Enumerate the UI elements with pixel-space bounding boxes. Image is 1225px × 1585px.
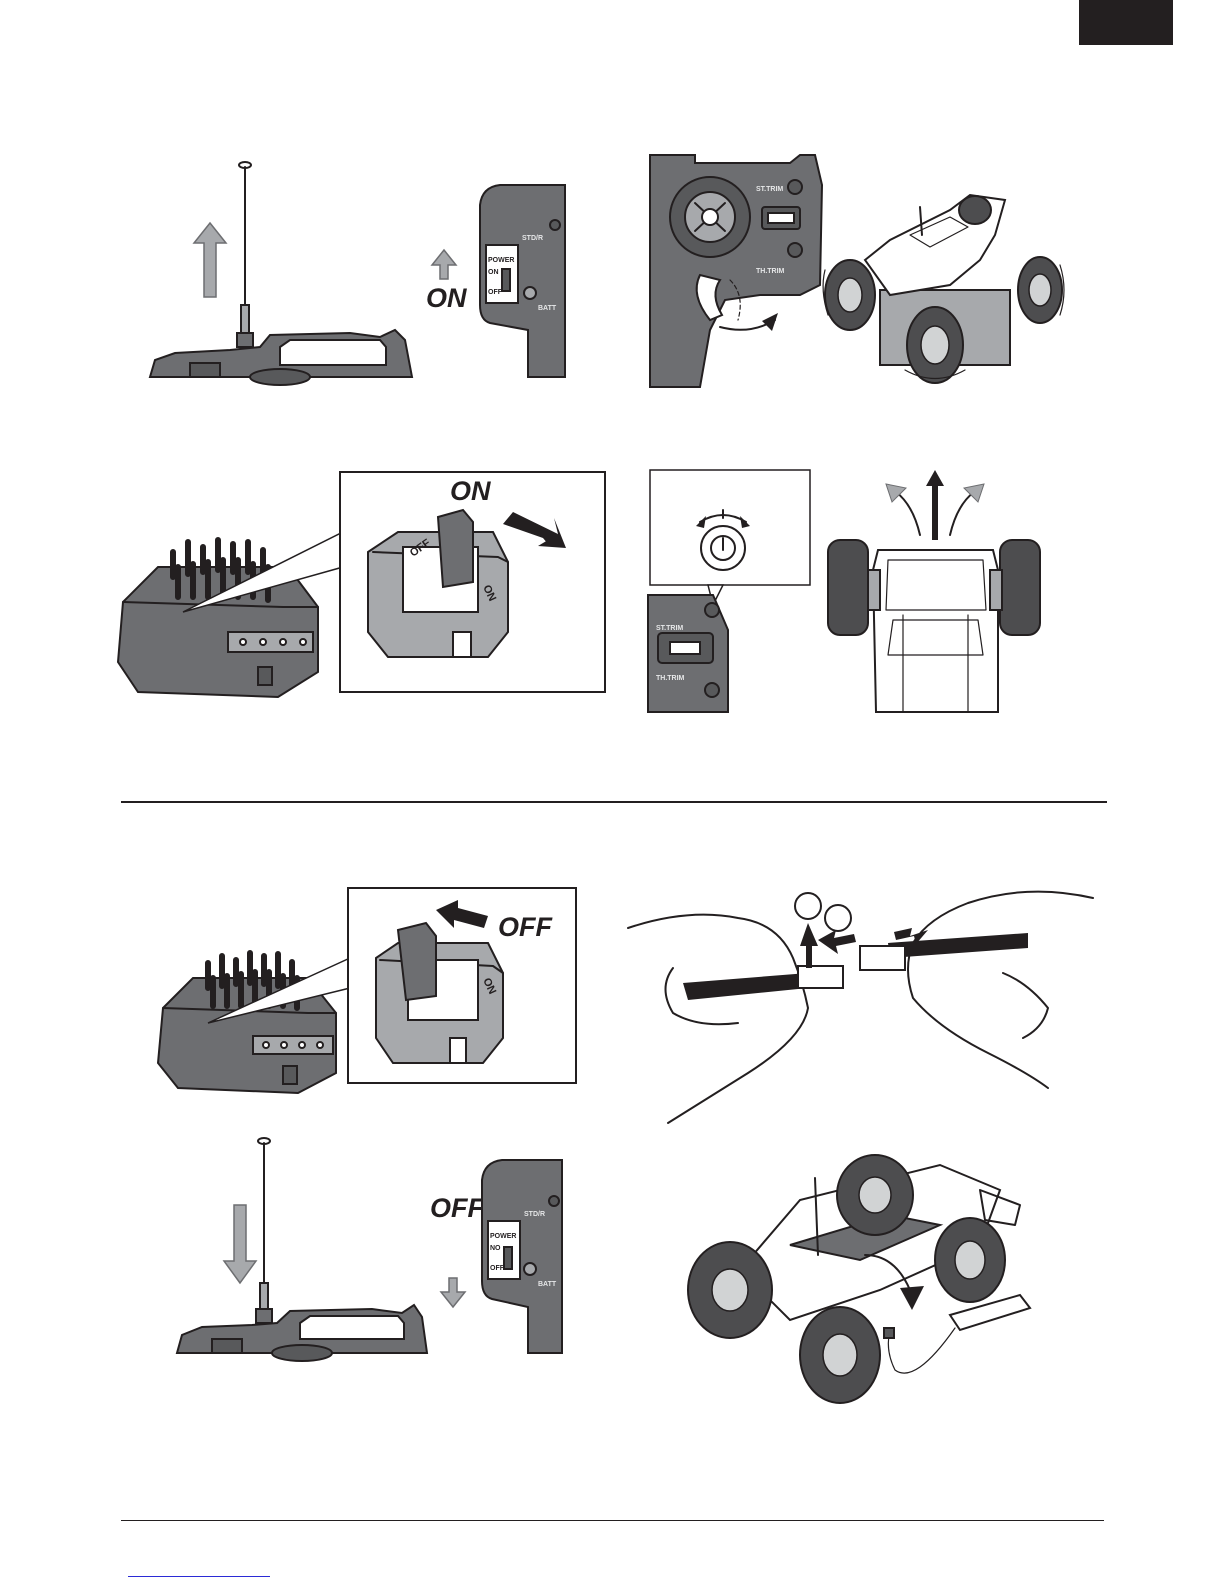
on-label: ON — [450, 476, 491, 506]
arrow-up-icon — [432, 250, 456, 279]
connector-male[interactable] — [798, 966, 843, 988]
figure-steering-trim: ST.TRIM TH.TRIM — [648, 470, 1063, 712]
on-label: ON — [426, 283, 467, 313]
transmitter-body — [150, 330, 412, 385]
svg-text:ST.TRIM: ST.TRIM — [656, 625, 683, 632]
transmitter-trim-panel: ST.TRIM TH.TRIM — [648, 595, 728, 712]
figure-transmitter-power-on: ON POWER ON OFF STD/R BATT — [150, 155, 565, 385]
off-label: OFF — [430, 1193, 485, 1223]
power-switch[interactable] — [504, 1247, 512, 1269]
svg-text:POWER: POWER — [488, 257, 514, 264]
svg-text:ST.TRIM: ST.TRIM — [756, 186, 783, 193]
arrow-left-icon — [818, 930, 856, 954]
power-switch[interactable] — [502, 269, 510, 291]
figure-esc-switch-on: ON OFF ON — [118, 472, 600, 707]
arrow-up-icon — [926, 470, 944, 540]
truck-top-view — [828, 540, 1040, 712]
svg-text:POWER: POWER — [490, 1233, 516, 1240]
esc-unit — [158, 953, 336, 1093]
switch-callout-box: ON OFF ON — [340, 472, 605, 692]
svg-text:STD/R: STD/R — [522, 235, 543, 242]
figure-unplug-battery — [628, 888, 1093, 1125]
steering-direction-arrows — [886, 470, 984, 540]
figure-throttle-test: ST.TRIM TH.TRIM — [650, 155, 1065, 387]
arrow-down-icon — [224, 1205, 256, 1283]
svg-text:TH.TRIM: TH.TRIM — [656, 675, 685, 682]
truck-on-stand — [823, 195, 1064, 383]
figure-remove-battery — [680, 1150, 1050, 1410]
switch-callout-box: OFF ON — [348, 888, 576, 1083]
power-switch-panel: POWER ON OFF STD/R BATT — [480, 185, 565, 377]
transmitter-grip: ST.TRIM TH.TRIM — [650, 155, 822, 387]
antenna-illustration — [256, 1138, 272, 1323]
transmitter-body — [177, 1305, 427, 1361]
off-label: OFF — [498, 912, 553, 942]
svg-text:BATT: BATT — [538, 305, 557, 312]
svg-text:STD/R: STD/R — [524, 1211, 545, 1218]
antenna-illustration — [237, 162, 253, 347]
svg-text:OFF: OFF — [488, 289, 503, 296]
battery-connector[interactable] — [884, 1328, 894, 1338]
esc-switch[interactable] — [438, 510, 473, 587]
footer-divider — [121, 1520, 1104, 1521]
figure-transmitter-power-off: OFF POWER NO OFF STD/R BATT — [172, 1135, 562, 1357]
svg-text:ON: ON — [488, 269, 499, 276]
connector-female[interactable] — [860, 946, 905, 970]
esc-switch[interactable] — [398, 923, 436, 1000]
svg-text:NO: NO — [490, 1245, 501, 1252]
power-switch-panel: POWER NO OFF STD/R BATT — [482, 1160, 562, 1353]
figure-esc-switch-off: OFF ON — [158, 888, 576, 1108]
svg-text:OFF: OFF — [490, 1265, 505, 1272]
trim-callout-box — [650, 470, 810, 605]
svg-text:BATT: BATT — [538, 1281, 557, 1288]
section-divider — [121, 801, 1107, 803]
arrow-up-icon — [194, 223, 226, 297]
language-tab — [1079, 0, 1173, 45]
hands-connector — [628, 892, 1093, 1123]
arrow-down-icon — [441, 1278, 465, 1307]
battery-pack — [884, 1295, 1030, 1373]
arrow-down-icon — [800, 923, 818, 968]
svg-text:TH.TRIM: TH.TRIM — [756, 268, 785, 275]
truck-chassis — [688, 1155, 1020, 1403]
footer-link-underline[interactable] — [128, 1576, 270, 1577]
